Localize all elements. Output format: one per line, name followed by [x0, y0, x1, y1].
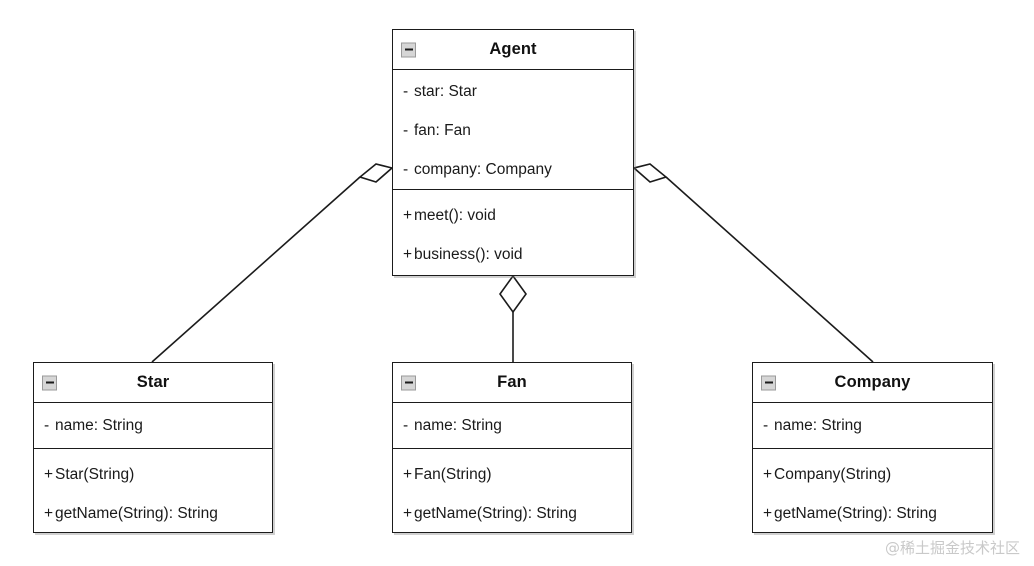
uml-operation-row: + business(): void [393, 235, 633, 274]
visibility-marker: - [44, 416, 50, 434]
uml-operation-row: + Star(String) [34, 455, 272, 494]
visibility-marker: + [763, 465, 773, 483]
operation-text: Company(String) [774, 465, 892, 483]
aggregation-diamond-fan [499, 274, 527, 314]
uml-class-fan[interactable]: Fan - name: String + Fan(String) + getNa… [392, 362, 632, 533]
uml-class-star[interactable]: Star - name: String + Star(String) + get… [33, 362, 273, 533]
uml-class-agent[interactable]: Agent - star: Star - fan: Fan - company:… [392, 29, 634, 276]
visibility-marker: + [763, 504, 773, 522]
operation-text: getName(String): String [414, 504, 577, 522]
uml-attribute-row: - company: Company [393, 150, 633, 189]
visibility-marker: + [403, 504, 413, 522]
visibility-marker: + [44, 504, 54, 522]
operation-text: business(): void [414, 245, 523, 263]
operation-text: meet(): void [414, 206, 496, 224]
attribute-text: star: Star [414, 82, 477, 100]
uml-class-header-agent: Agent [393, 30, 633, 70]
collapse-minus-icon[interactable] [401, 375, 416, 390]
uml-operations-section-company: + Company(String) + getName(String): Str… [753, 448, 992, 540]
visibility-marker: + [403, 465, 413, 483]
uml-class-header-star: Star [34, 363, 272, 403]
collapse-minus-icon[interactable] [401, 42, 416, 57]
uml-operation-row: + meet(): void [393, 196, 633, 235]
visibility-marker: - [403, 82, 409, 100]
uml-class-header-company: Company [753, 363, 992, 403]
attribute-text: name: String [414, 416, 502, 434]
uml-attribute-row: - name: String [34, 403, 143, 448]
attribute-text: name: String [55, 416, 143, 434]
visibility-marker: - [403, 160, 409, 178]
watermark-text: @稀土掘金技术社区 [884, 539, 1020, 557]
uml-class-title: Star [136, 373, 170, 391]
uml-operation-row: + getName(String): String [753, 494, 992, 533]
uml-attribute-row: - name: String [393, 403, 502, 448]
visibility-marker: + [403, 245, 413, 263]
attribute-text: company: Company [414, 160, 552, 178]
edge-agent-company[interactable] [632, 163, 874, 363]
uml-attributes-section-agent: - star: Star - fan: Fan - company: Compa… [393, 70, 633, 189]
edge-agent-star[interactable] [151, 163, 394, 363]
uml-class-title: Agent [489, 40, 537, 58]
uml-operation-row: + Company(String) [753, 455, 992, 494]
visibility-marker: - [763, 416, 769, 434]
uml-class-company[interactable]: Company - name: String + Company(String)… [752, 362, 993, 533]
uml-attributes-section-fan: - name: String [393, 403, 631, 448]
edge-agent-fan[interactable] [499, 274, 527, 362]
visibility-marker: + [44, 465, 54, 483]
uml-operations-section-agent: + meet(): void + business(): void [393, 189, 633, 277]
uml-attribute-row: - star: Star [393, 72, 633, 111]
attribute-text: fan: Fan [414, 121, 471, 139]
uml-operations-section-star: + Star(String) + getName(String): String [34, 448, 272, 540]
uml-class-title: Company [834, 373, 911, 391]
uml-class-header-fan: Fan [393, 363, 631, 403]
aggregation-diamond-star [358, 163, 394, 183]
collapse-minus-icon[interactable] [42, 375, 57, 390]
aggregation-diamond-company [632, 163, 668, 183]
uml-attribute-row: - name: String [753, 403, 862, 448]
collapse-minus-icon[interactable] [761, 375, 776, 390]
visibility-marker: - [403, 121, 409, 139]
visibility-marker: - [403, 416, 409, 434]
uml-operations-section-fan: + Fan(String) + getName(String): String [393, 448, 631, 540]
uml-operation-row: + getName(String): String [393, 494, 631, 533]
uml-operation-row: + getName(String): String [34, 494, 272, 533]
operation-text: getName(String): String [774, 504, 937, 522]
operation-text: getName(String): String [55, 504, 218, 522]
uml-attribute-row: - fan: Fan [393, 111, 633, 150]
attribute-text: name: String [774, 416, 862, 434]
uml-operation-row: + Fan(String) [393, 455, 631, 494]
uml-attributes-section-company: - name: String [753, 403, 992, 448]
operation-text: Star(String) [55, 465, 135, 483]
uml-attributes-section-star: - name: String [34, 403, 272, 448]
operation-text: Fan(String) [414, 465, 492, 483]
uml-class-title: Fan [497, 373, 527, 391]
visibility-marker: + [403, 206, 413, 224]
